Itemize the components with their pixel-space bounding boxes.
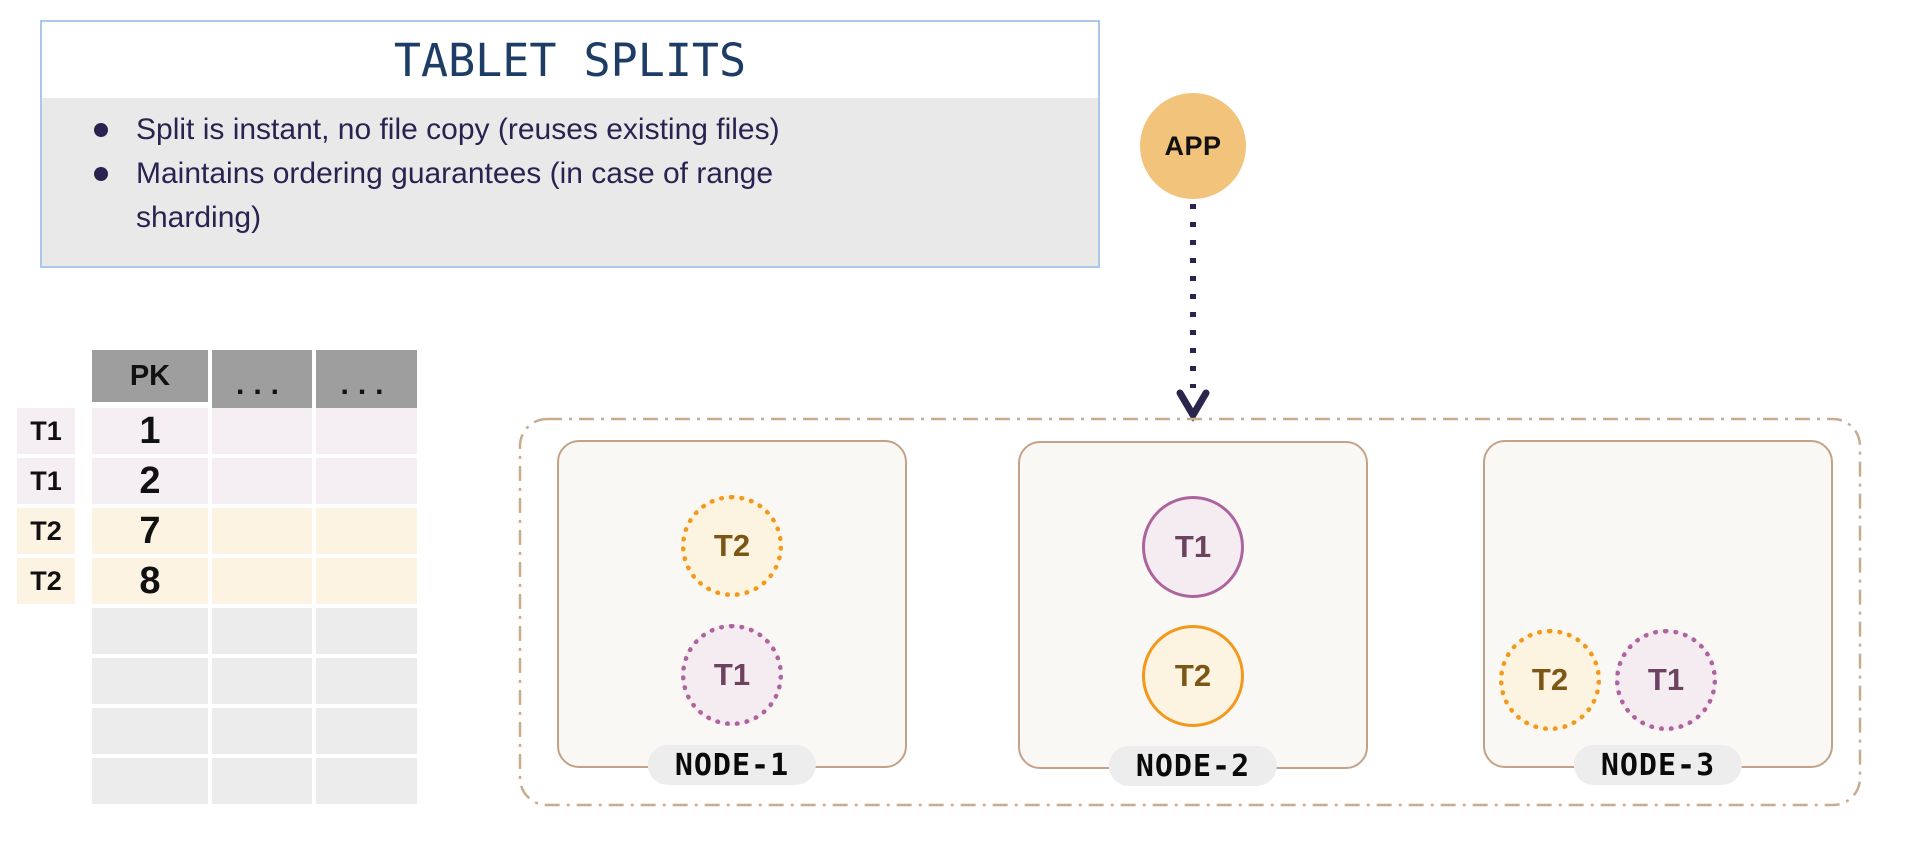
info-panel-title: TABLET SPLITS — [42, 22, 1098, 98]
pk-cell — [92, 658, 208, 704]
table-cell — [212, 658, 312, 704]
table-cell — [212, 408, 312, 454]
table-cell — [212, 708, 312, 754]
tablet-row-label: T1 — [17, 408, 75, 454]
pk-cell: 7 — [92, 508, 208, 554]
table-cell — [316, 558, 417, 604]
bullet-dot-icon — [94, 123, 108, 137]
tablet-circle-t2: T2 — [1499, 629, 1601, 731]
table-cell — [316, 758, 417, 804]
table-cell — [212, 608, 312, 654]
info-panel: TABLET SPLITS Split is instant, no file … — [40, 20, 1100, 268]
table-cell — [316, 608, 417, 654]
pk-cell — [92, 708, 208, 754]
bullet-text: Split is instant, no file copy (reuses e… — [136, 113, 780, 146]
app-circle: APP — [1140, 93, 1246, 199]
tablet-circle-t1: T1 — [1615, 629, 1717, 731]
node-label: NODE-1 — [647, 745, 817, 785]
tablet-circle-t2: T2 — [1142, 625, 1244, 727]
table-cell — [212, 458, 312, 504]
node-label: NODE-2 — [1108, 746, 1278, 786]
app-label: APP — [1164, 130, 1222, 161]
header-cell: PK — [92, 350, 208, 402]
dotted-arrow-icon — [1176, 204, 1210, 422]
header-cell: ... — [316, 350, 417, 412]
tablet-row-label: T1 — [17, 458, 75, 504]
table-cell — [316, 708, 417, 754]
pk-cell: 8 — [92, 558, 208, 604]
cluster-dashed-border — [518, 417, 1862, 807]
tablet-circle-t2: T2 — [681, 495, 783, 597]
info-panel-body: Split is instant, no file copy (reuses e… — [42, 98, 1098, 266]
bullet-text: Maintains ordering guarantees (in case o… — [136, 157, 774, 234]
bullet-dot-icon — [94, 167, 108, 181]
table-cell — [316, 458, 417, 504]
table-cell — [212, 758, 312, 804]
info-bullet-list: Split is instant, no file copy (reuses e… — [94, 108, 1098, 240]
pk-cell — [92, 608, 208, 654]
tablet-row-label: T2 — [17, 558, 75, 604]
tablet-circle-t1: T1 — [681, 624, 783, 726]
tablet-row-label — [17, 658, 75, 704]
table-cell — [212, 508, 312, 554]
pk-cell: 1 — [92, 408, 208, 454]
node-label: NODE-3 — [1573, 745, 1743, 785]
tablet-row-label — [17, 608, 75, 654]
pk-cell — [92, 758, 208, 804]
pk-cell: 2 — [92, 458, 208, 504]
table-cell — [316, 658, 417, 704]
info-bullet: Split is instant, no file copy (reuses e… — [94, 108, 1098, 152]
table-header-row: PK...... — [92, 350, 417, 412]
tablet-row-label — [17, 708, 75, 754]
table-cell — [316, 408, 417, 454]
table-cell — [316, 508, 417, 554]
header-cell: ... — [212, 350, 312, 412]
tablet-row-label: T2 — [17, 508, 75, 554]
table-cell — [212, 558, 312, 604]
tablet-circle-t1: T1 — [1142, 496, 1244, 598]
info-bullet: Maintains ordering guarantees (in case o… — [94, 152, 1098, 240]
tablet-row-label — [17, 758, 75, 804]
